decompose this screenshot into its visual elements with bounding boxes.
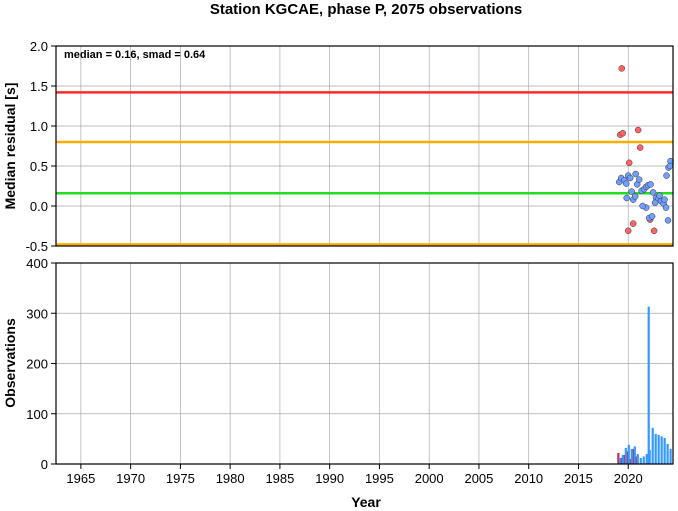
residual-point: [647, 181, 654, 188]
chart-title: Station KGCAE, phase P, 2075 observation…: [210, 1, 522, 18]
observation-bar: [626, 451, 629, 464]
upper-y-tick-label: 0.5: [30, 159, 48, 174]
x-tick-label: 2005: [464, 471, 493, 486]
upper-y-tick-label: 2.0: [30, 39, 48, 54]
x-tick-label: 2015: [564, 471, 593, 486]
observation-bar: [629, 458, 632, 464]
residual-point: [661, 196, 668, 203]
observation-bar: [624, 447, 627, 464]
residual-point: [629, 220, 637, 227]
lower-y-tick-label: 200: [26, 357, 48, 372]
observation-bar: [617, 452, 620, 464]
observation-bar: [636, 453, 639, 464]
observation-bar: [635, 456, 638, 464]
observation-bar: [620, 457, 623, 464]
residual-point: [648, 213, 656, 220]
lower-y-tick-label: 0: [41, 457, 48, 472]
upper-grid: [56, 45, 673, 247]
observation-bar: [647, 306, 650, 464]
residual-point: [623, 194, 630, 202]
observation-bar: [645, 453, 648, 464]
upper-panel: -0.5 0.0 0.5 1.0 1.5 2.0 median = 0.16, smad …: [2, 39, 674, 254]
residual-point: [618, 65, 625, 72]
residual-point: [664, 217, 672, 224]
residual-point: [656, 192, 663, 199]
observation-bar: [651, 427, 654, 464]
residual-points: [616, 65, 674, 235]
x-tick-label: 1965: [66, 471, 95, 486]
residual-point: [632, 170, 639, 178]
upper-y-tick-label: 1.0: [30, 119, 48, 134]
x-tick-label: 2020: [614, 471, 643, 486]
residual-point: [635, 176, 643, 183]
x-ticks: 1965 1970 1975 1980 1985 1990 1995 2000 2005 2010…: [66, 464, 643, 486]
observation-bar: [618, 457, 621, 464]
x-tick-label: 1975: [166, 471, 195, 486]
upper-y-tick-label: 1.5: [30, 79, 48, 94]
observation-bar: [639, 457, 642, 464]
residual-point: [666, 162, 674, 170]
residual-point: [622, 180, 630, 187]
observation-bar: [630, 448, 633, 464]
observation-bar: [666, 443, 669, 464]
lower-y-tick-label: 400: [26, 256, 48, 271]
upper-y-tick-label: 0.0: [30, 199, 48, 214]
lower-grid: [56, 262, 673, 465]
observation-bar: [663, 437, 666, 464]
x-tick-label: 1970: [116, 471, 145, 486]
x-tick-label: 1985: [265, 471, 294, 486]
upper-y-tick-label: -0.5: [26, 239, 48, 254]
residual-point: [631, 193, 639, 200]
residual-point: [649, 189, 657, 196]
lower-y-tick-label: 100: [26, 407, 48, 422]
lower-y-tick-label: 300: [26, 306, 48, 321]
x-tick-label: 1980: [216, 471, 245, 486]
upper-y-axis-label: Median residual [s]: [2, 83, 18, 210]
observation-bar: [657, 434, 660, 464]
upper-y-ticks: -0.5 0.0 0.5 1.0 1.5 2.0: [26, 39, 56, 254]
lower-y-axis-label: Observations: [2, 318, 18, 408]
residual-point: [634, 126, 642, 134]
stats-annotation: median = 0.16, smad = 0.64: [64, 49, 206, 61]
residual-point: [636, 144, 644, 151]
observation-bar: [627, 444, 630, 464]
x-tick-label: 1995: [365, 471, 394, 486]
lower-y-ticks: 0 100 200 300 400: [26, 256, 56, 472]
observation-bar: [621, 454, 624, 464]
observation-bar: [654, 433, 657, 464]
residual-point: [651, 199, 659, 207]
residual-point: [639, 202, 646, 210]
x-axis-label: Year: [351, 494, 381, 510]
residual-point: [619, 129, 626, 137]
x-tick-label: 2000: [415, 471, 444, 486]
x-tick-label: 1990: [315, 471, 344, 486]
observation-bar: [660, 436, 663, 464]
observation-bar: [632, 448, 635, 464]
residual-point: [628, 188, 635, 195]
observation-bar: [669, 448, 672, 464]
observation-bar: [633, 446, 636, 464]
observation-bar: [623, 454, 626, 464]
residual-point: [626, 174, 634, 182]
residual-point: [624, 227, 632, 235]
residual-point: [662, 204, 670, 211]
observation-bar: [642, 456, 645, 464]
threshold-lines: [56, 91, 673, 246]
residual-point: [625, 159, 633, 167]
observation-bars: [617, 306, 672, 464]
upper-frame: [55, 45, 674, 247]
residual-point: [650, 227, 658, 235]
x-tick-label: 2010: [514, 471, 543, 486]
residual-point: [663, 172, 670, 179]
